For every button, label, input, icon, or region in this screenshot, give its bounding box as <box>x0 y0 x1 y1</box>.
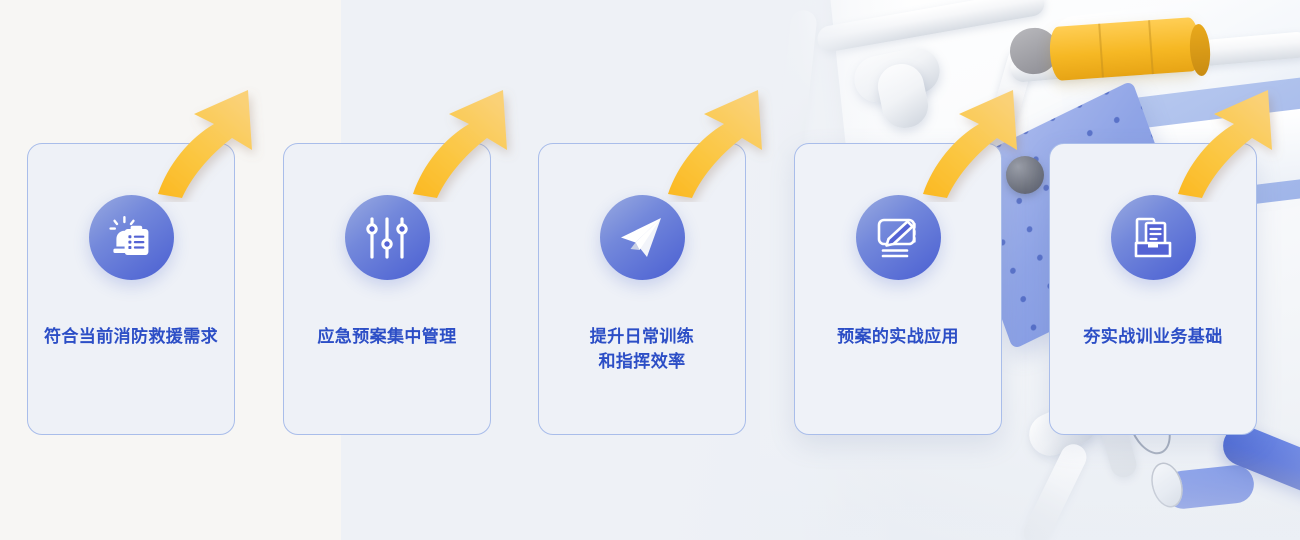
feature-card-4[interactable]: 预案的实战应用 <box>794 143 1002 435</box>
tablet-pen-glyph <box>877 218 916 257</box>
tablet-pen-icon <box>855 195 941 280</box>
card-label: 预案的实战应用 <box>837 327 959 346</box>
card-label: 符合当前消防救援需求 <box>44 327 218 346</box>
paper-plane-glyph <box>621 217 661 257</box>
paper-plane-icon <box>599 195 685 280</box>
alarm-clipboard-icon <box>88 195 174 280</box>
document-tray-glyph <box>1134 217 1172 257</box>
card-label: 提升日常训练 和指挥效率 <box>589 327 695 371</box>
card-label: 应急预案集中管理 <box>317 327 457 346</box>
sliders-glyph <box>366 216 408 259</box>
feature-card-3[interactable]: 提升日常训练 和指挥效率 <box>538 143 746 435</box>
feature-card-2[interactable]: 应急预案集中管理 <box>283 143 491 435</box>
feature-card-5[interactable]: 夯实战训业务基础 <box>1049 143 1257 435</box>
card-label: 夯实战训业务基础 <box>1083 327 1223 346</box>
sliders-icon <box>344 195 430 280</box>
alarm-clipboard-glyph <box>109 215 149 255</box>
document-tray-icon <box>1110 195 1196 280</box>
feature-card-1[interactable]: 符合当前消防救援需求 <box>27 143 235 435</box>
